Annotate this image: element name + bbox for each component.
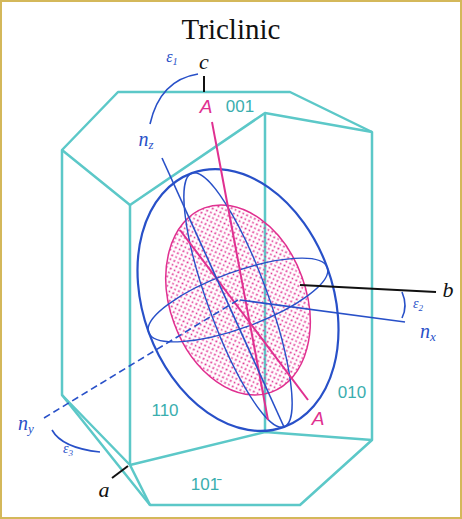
optic-axes [180, 122, 308, 420]
face-index: 110 [151, 402, 178, 419]
indicatrix [103, 141, 374, 460]
optic-axis-label: A [200, 97, 213, 116]
crystal-axes [112, 76, 436, 478]
face-index: 010 [338, 384, 366, 401]
face-index: 001 [226, 98, 254, 115]
angle-label: ε2 [413, 297, 423, 313]
axis-label: a [99, 479, 110, 501]
face-index: 101̄ [191, 476, 219, 493]
crystal-edges [62, 92, 372, 505]
axis-label: b [443, 279, 454, 301]
angle-label: ε1 [166, 49, 178, 68]
optical-axes [44, 74, 405, 452]
optical-direction: nz [138, 129, 153, 152]
optical-direction: nx [420, 321, 436, 344]
angle-label: ε3 [63, 442, 73, 458]
axis-label: c [199, 51, 209, 73]
diagram-title: Triclinic [0, 14, 462, 46]
optic-axis-label: A [312, 409, 325, 428]
optical-direction: ny [18, 413, 34, 436]
